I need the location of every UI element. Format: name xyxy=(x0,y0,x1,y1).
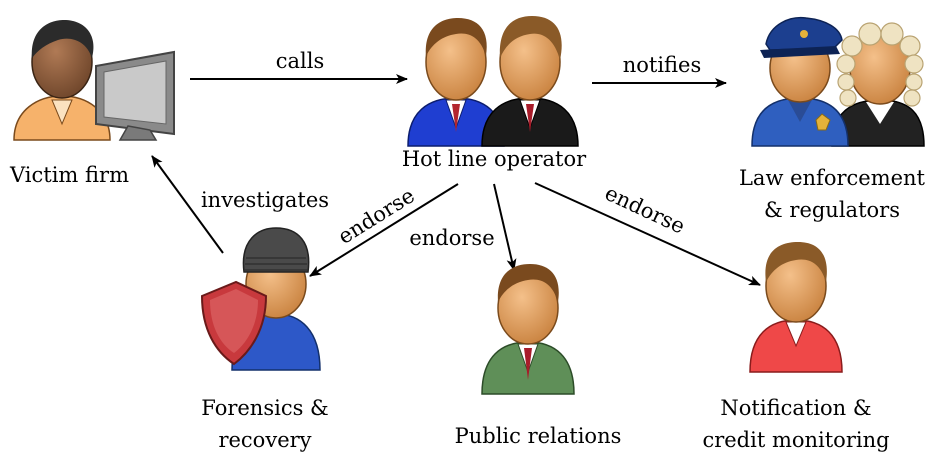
law-label-line1: Law enforcement xyxy=(738,166,926,190)
edge-label-calls: calls xyxy=(276,49,325,73)
notification-label-line1: Notification & xyxy=(720,396,872,420)
node-label-law-enforcement: Law enforcement & regulators xyxy=(739,162,925,226)
edge-endorse-forensics xyxy=(309,183,459,277)
public-relations-icon xyxy=(481,264,575,395)
edge-label-endorse-pr: endorse xyxy=(409,226,494,250)
edge-label-investigates: investigates xyxy=(201,188,329,212)
forensics-icon xyxy=(200,227,321,371)
hot-line-operator-icon xyxy=(407,16,579,147)
law-label-line2: & regulators xyxy=(764,198,900,222)
node-label-public-relations: Public relations xyxy=(454,424,622,448)
notification-icon xyxy=(749,242,843,373)
edge-endorse-pr xyxy=(493,183,517,271)
edge-label-notifies: notifies xyxy=(623,53,702,77)
forensics-label-line1: Forensics & xyxy=(201,396,329,420)
node-label-notification: Notification & credit monitoring xyxy=(702,392,889,456)
notification-label-line2: credit monitoring xyxy=(702,428,890,452)
node-label-victim-firm: Victim firm xyxy=(10,163,129,187)
victim-firm-icon xyxy=(13,20,175,141)
node-label-forensics: Forensics & recovery xyxy=(201,392,328,456)
law-enforcement-icon xyxy=(751,16,925,147)
edge-label-endorse-notification: endorse xyxy=(601,181,688,239)
edge-endorse-notification xyxy=(534,182,761,286)
forensics-label-line2: recovery xyxy=(218,428,312,452)
node-label-hot-line-operator: Hot line operator xyxy=(401,147,587,171)
edge-investigates xyxy=(151,155,224,254)
